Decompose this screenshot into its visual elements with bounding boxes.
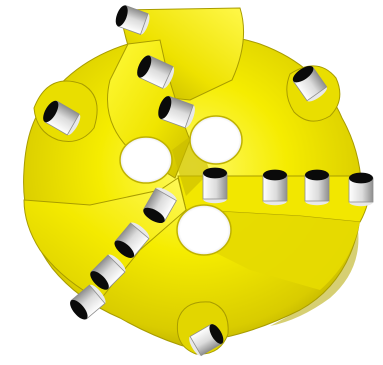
- cutter: [304, 169, 330, 206]
- cutter-face: [114, 240, 135, 258]
- cutter: [202, 167, 228, 204]
- cutter: [262, 169, 288, 206]
- cutter-face: [43, 100, 59, 123]
- cutter-face: [349, 172, 373, 184]
- cutter-face: [137, 55, 152, 78]
- cutter: [348, 172, 374, 207]
- cutter-face: [158, 96, 172, 119]
- cutter: [137, 55, 175, 89]
- cutter: [158, 95, 195, 129]
- cutter: [115, 5, 150, 35]
- cutter-set: [43, 5, 374, 357]
- cutter: [90, 254, 126, 290]
- nozzle-holes: [119, 115, 243, 256]
- cutter: [143, 187, 177, 223]
- cutter-face: [305, 169, 329, 181]
- nozzle-hole-right: [189, 115, 243, 165]
- cutter-face: [70, 299, 88, 320]
- cutter-face: [263, 169, 287, 181]
- cutter-face: [292, 65, 314, 83]
- cutter-face: [90, 271, 109, 290]
- cutter-face: [209, 324, 224, 344]
- cutter: [70, 284, 106, 320]
- cutter: [43, 100, 81, 136]
- cutter: [114, 222, 150, 258]
- cutter-face: [143, 207, 165, 223]
- nozzle-hole-bottom: [176, 204, 232, 256]
- cutter-face: [115, 5, 128, 27]
- cutter: [292, 65, 328, 102]
- cutter: [189, 323, 224, 357]
- cutter-face: [203, 167, 227, 179]
- nozzle-hole-left: [119, 136, 173, 184]
